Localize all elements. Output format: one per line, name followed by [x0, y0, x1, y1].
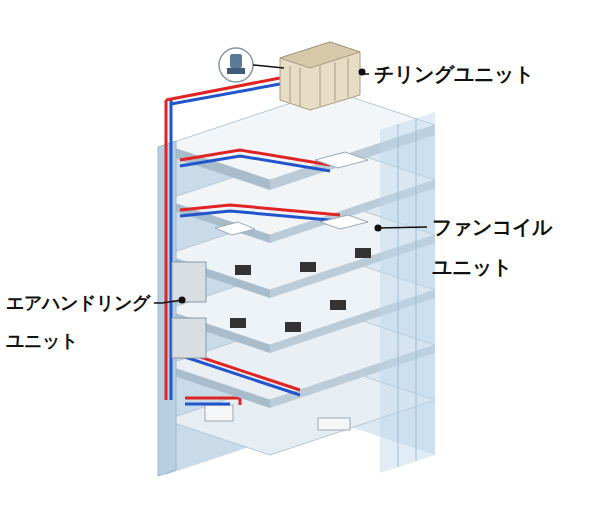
- air-handling-unit: [172, 262, 206, 302]
- equipment: [318, 418, 350, 430]
- leader-dot: [359, 69, 366, 76]
- pump-callout: [219, 48, 253, 82]
- leader-dot: [375, 225, 382, 232]
- pump-unit: [205, 405, 233, 421]
- leader-line: [253, 65, 284, 68]
- callout-label: チリングユニット: [374, 60, 534, 88]
- chilling-unit: [280, 42, 360, 110]
- callout-label: ファンコイル ユニット: [432, 207, 552, 287]
- leader-line: [154, 300, 182, 303]
- leader-dot: [179, 297, 186, 304]
- glass-facade: [380, 112, 435, 473]
- air-handling-unit: [172, 318, 206, 358]
- callout-label: エアハンドリング ユニット: [6, 284, 150, 360]
- leader-line: [378, 227, 427, 228]
